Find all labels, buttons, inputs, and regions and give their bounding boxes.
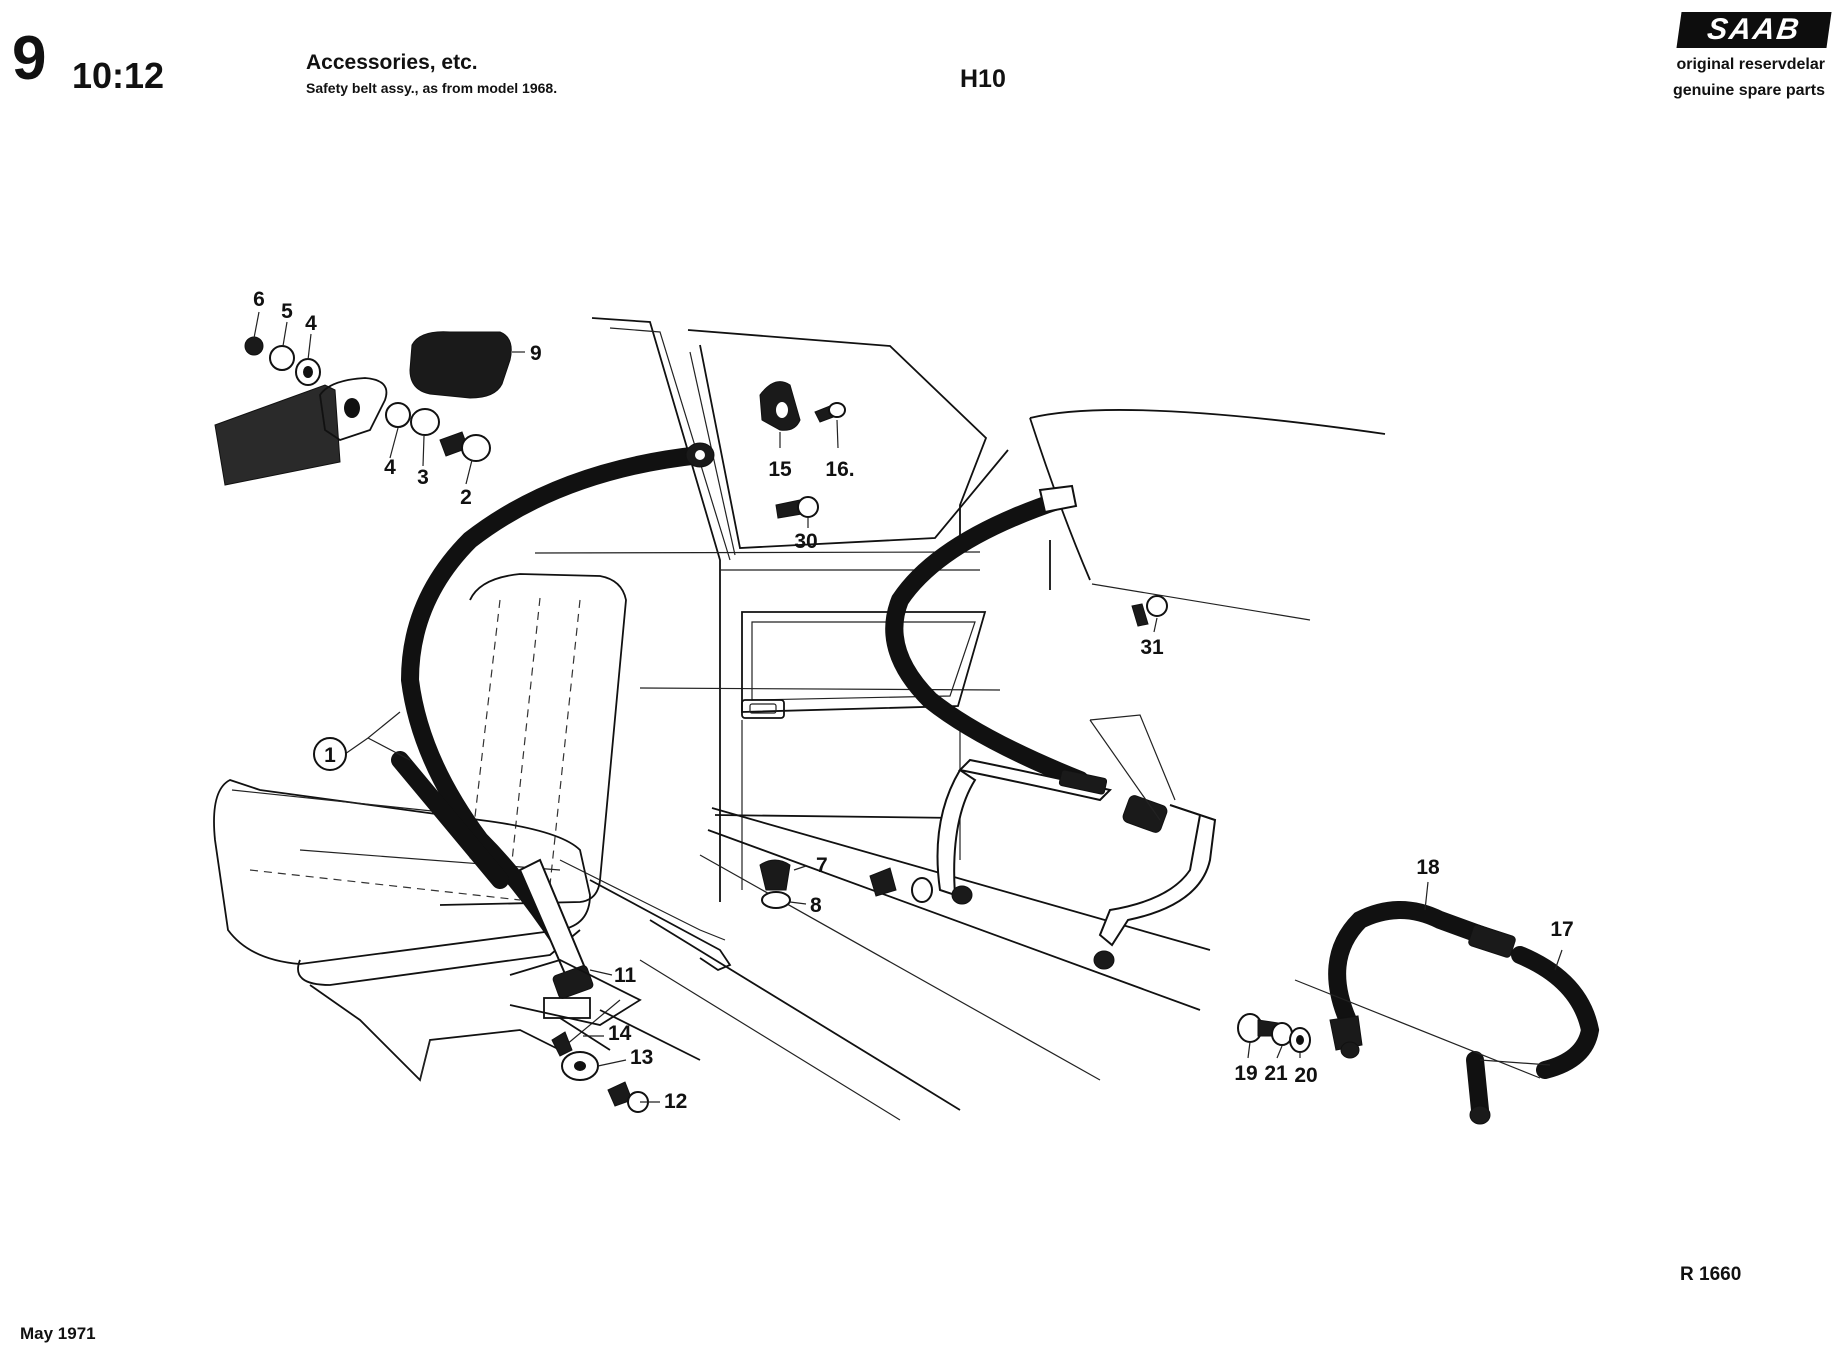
callout-8: 8 [810,894,822,917]
callout-5: 5 [281,300,293,323]
floor-anchor-plate [509,959,642,1051]
page-title: Accessories, etc. [306,51,478,74]
callout-6: 6 [253,288,265,311]
floor-sill-lines [639,540,1211,1121]
brand-tagline-english: genuine spare parts [1672,82,1825,99]
callout-31: 31 [1140,636,1164,659]
group-number: 9 [12,24,47,93]
parts-7-8 [759,859,791,909]
parts-15-16-30-31 [759,381,1168,627]
callout-9: 9 [530,342,542,365]
callout-2: 2 [460,486,472,509]
page-subtitle: Safety belt assy., as from model 1968. [306,80,558,96]
callout-18: 18 [1416,856,1440,879]
page-code: H10 [960,65,1006,93]
callout-11: 11 [614,964,637,987]
callout-3: 3 [417,466,429,489]
callout-1-circle [313,737,347,771]
callout-4-upper: 4 [305,312,317,335]
drawing-reference: R 1660 [1680,1264,1742,1285]
section-number: 10:12 [72,55,165,96]
callout-30: 30 [794,530,817,553]
door-side-belt-loop [869,484,1217,970]
callout-13: 13 [630,1046,653,1069]
callout-12: 12 [664,1090,687,1113]
parts-14-13-12 [551,1031,649,1113]
brand-tagline-swedish: original reservdelar [1676,56,1825,73]
door-frame-outline [534,317,1386,902]
rear-belt-pair [1294,901,1600,1125]
callout-7: 7 [816,854,828,877]
callout-17: 17 [1550,918,1573,941]
main-belt-assembly [391,442,732,999]
callout-4-lower: 4 [384,456,396,479]
callout-21: 21 [1264,1062,1288,1085]
parts-19-21-20 [1237,1013,1311,1053]
callout-20: 20 [1294,1064,1317,1087]
callout-19: 19 [1234,1062,1257,1085]
upper-anchor-hardware [214,331,512,486]
callout-leader-lines [253,311,1563,1103]
callout-15: 15 [768,458,792,481]
callout-14: 14 [608,1022,632,1045]
callout-labels: 1 2 3 4 4 5 6 7 8 9 11 12 13 14 15 16. 1… [253,288,1574,1113]
print-date: May 1971 [20,1324,96,1343]
callout-16: 16. [825,458,854,481]
callout-1: 1 [324,744,336,767]
